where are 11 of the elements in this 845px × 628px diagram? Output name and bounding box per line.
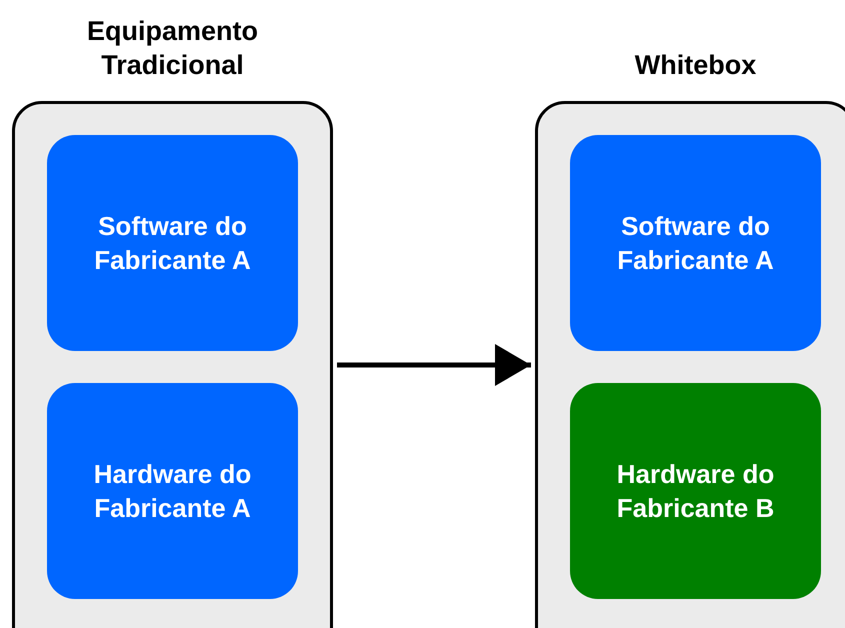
layer-box bbox=[47, 135, 298, 351]
panel-heading: Equipamento Tradicional bbox=[86, 15, 259, 82]
layer-box bbox=[47, 383, 298, 599]
arrow bbox=[337, 344, 531, 386]
layer-box bbox=[570, 383, 821, 599]
box-label: Software do Fabricante A bbox=[93, 210, 252, 277]
box-label: Hardware do Fabricante A bbox=[92, 458, 252, 525]
layer-box bbox=[570, 135, 821, 351]
box-label: Software do Fabricante A bbox=[616, 210, 775, 277]
panel-heading: Whitebox bbox=[634, 49, 758, 82]
box-label: Hardware do Fabricante B bbox=[616, 458, 776, 525]
